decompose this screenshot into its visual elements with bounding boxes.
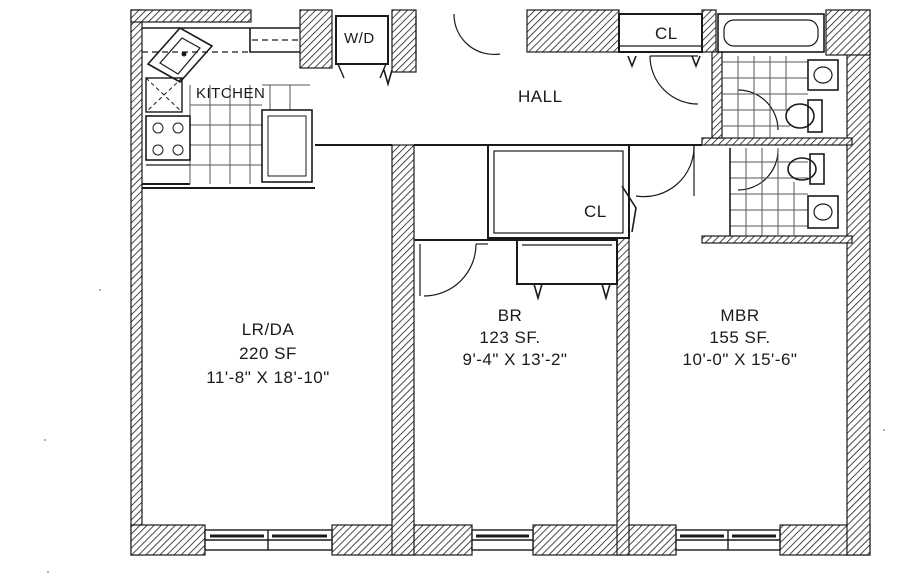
room-dims-master: 10'-0" X 15'-6": [682, 350, 798, 369]
room-label-bedroom: BR: [497, 306, 523, 325]
room-label-living: LR/DA: [241, 320, 295, 339]
scan-specks: [44, 289, 885, 573]
interior-walls: [391, 51, 853, 556]
window-master: [675, 529, 781, 551]
window-living: [204, 529, 333, 551]
room-area-bedroom: 123 SF.: [479, 328, 541, 347]
exterior-walls: [130, 9, 871, 556]
window-bedroom: [471, 529, 534, 551]
doors: [415, 13, 779, 297]
room-label-closet-top: CL: [655, 24, 678, 43]
kitchen-fixtures: [142, 26, 313, 184]
room-label-kitchen: KITCHEN: [196, 85, 266, 102]
room-label-wd: W/D: [344, 30, 375, 47]
windows: [204, 529, 781, 551]
partition-lines: [142, 13, 703, 285]
room-label-master: MBR: [720, 306, 760, 325]
room-label-hall: HALL: [518, 87, 563, 106]
washer-dryer: [337, 63, 387, 79]
room-area-master: 155 SF.: [709, 328, 771, 347]
closet-hangers: [383, 55, 701, 301]
room-dims-living: 11'-8" X 18'-10": [206, 368, 330, 387]
room-area-living: 220 SF: [239, 344, 297, 363]
room-label-closet-mid: CL: [584, 202, 607, 221]
bathroom-fixtures: [717, 13, 839, 236]
room-dims-bedroom: 9'-4" X 13'-2": [462, 350, 568, 369]
